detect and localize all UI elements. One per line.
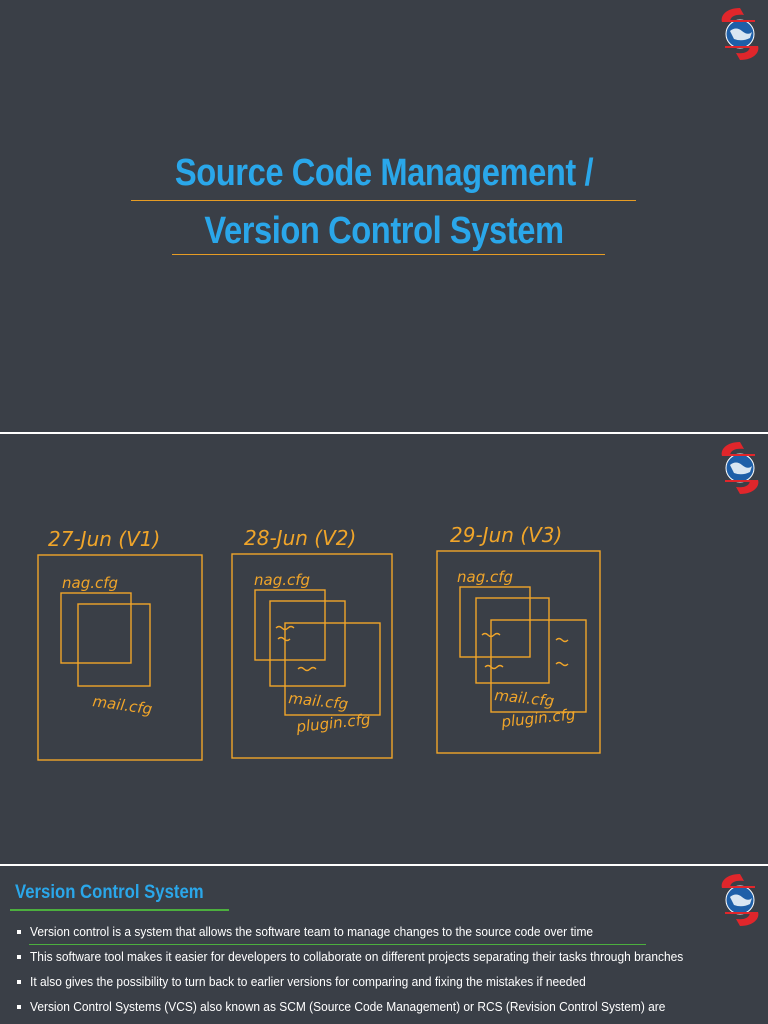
globe-logo-icon (721, 874, 759, 926)
version-1-box (37, 554, 203, 761)
section-heading: Version Control System (15, 882, 204, 903)
title-line-1: Source Code Management / (174, 152, 594, 194)
title-slide: Source Code Management / Version Control… (0, 0, 768, 432)
bullet-text: Version control is a system that allows … (30, 924, 594, 939)
versions-diagram-slide: 27-Jun (V1) nag.cfg mail.cfg 28-Jun (V2)… (0, 434, 768, 864)
bullet-text: It also gives the possibility to turn ba… (30, 974, 586, 989)
title-underline-2 (172, 254, 605, 255)
v1-mail-cfg-label: mail.cfg (91, 692, 153, 718)
slide-title: Source Code Management / (0, 150, 768, 196)
version-3-label: 29-Jun (V3) (450, 523, 562, 547)
list-item: Version control is a system that allows … (15, 924, 715, 940)
version-1-label: 27-Jun (V1) (48, 527, 160, 551)
v1-nag-cfg-label: nag.cfg (62, 574, 118, 592)
v3-nag-cfg-label: nag.cfg (457, 568, 513, 586)
mail-cfg-sheet (77, 603, 151, 687)
nag-cfg-sheet (459, 586, 531, 658)
plugin-cfg-sheet (284, 622, 381, 716)
v2-mail-cfg-label: mail.cfg (288, 689, 350, 713)
globe-logo-icon (721, 8, 759, 60)
title-line-2: Version Control System (204, 210, 564, 252)
nag-cfg-sheet (60, 592, 132, 664)
mail-cfg-sheet (269, 600, 346, 687)
mail-cfg-sheet (475, 597, 550, 684)
list-item: Version Control Systems (VCS) also known… (15, 999, 715, 1015)
version-2-label: 28-Jun (V2) (244, 526, 356, 550)
bullet-text: Version Control Systems (VCS) also known… (30, 999, 666, 1014)
version-2-box (231, 553, 393, 759)
section-heading-underline (10, 909, 229, 911)
highlight-underline (29, 944, 646, 945)
plugin-cfg-sheet (490, 619, 587, 713)
v3-mail-cfg-label: mail.cfg (494, 686, 556, 710)
versions-diagram: 27-Jun (V1) nag.cfg mail.cfg 28-Jun (V2)… (37, 523, 601, 761)
bullet-text: This software tool makes it easier for d… (30, 949, 684, 964)
nag-cfg-sheet (254, 589, 326, 661)
slide-title-2: Version Control System (0, 208, 768, 254)
version-3-box (436, 550, 601, 754)
list-item: This software tool makes it easier for d… (15, 949, 715, 965)
globe-logo-icon (721, 442, 759, 494)
v3-plugin-cfg-label: plugin.cfg (500, 705, 577, 731)
list-item: It also gives the possibility to turn ba… (15, 974, 715, 990)
v2-nag-cfg-label: nag.cfg (254, 571, 310, 589)
bullet-list: Version control is a system that allows … (15, 924, 715, 1024)
v2-plugin-cfg-label: plugin.cfg (295, 710, 372, 736)
title-underline-1 (131, 200, 636, 201)
vcs-definition-slide: Version Control System Version control i… (0, 866, 768, 1024)
